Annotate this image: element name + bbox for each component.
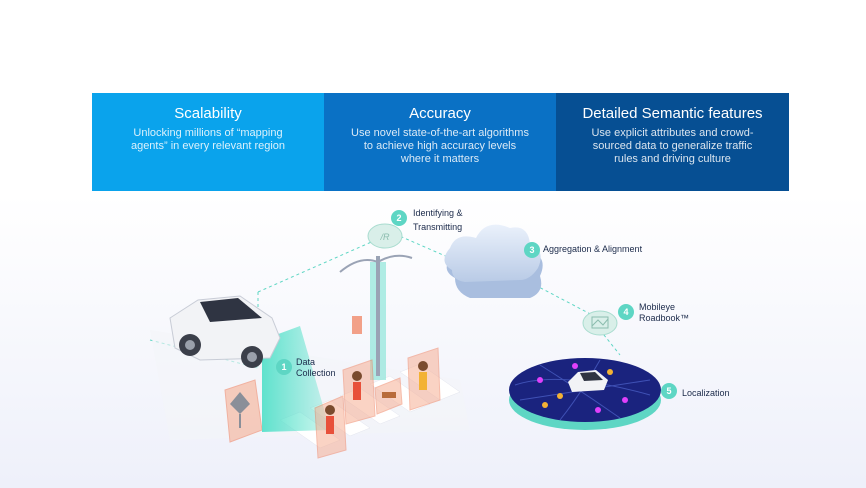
feature-panel-accuracy: Accuracy Use novel state-of-the-art algo… xyxy=(324,93,556,191)
step-number: 1 xyxy=(281,362,286,372)
feature-description: Unlocking millions of “mapping agents” i… xyxy=(130,127,286,152)
feature-description: Use explicit attributes and crowd-source… xyxy=(591,127,754,165)
feature-panel-scalability: Scalability Unlocking millions of “mappi… xyxy=(92,93,324,191)
street-light xyxy=(339,254,413,380)
sensor-beam xyxy=(262,326,330,432)
step-number: 5 xyxy=(666,386,671,396)
step-badge xyxy=(524,242,540,258)
feature-panel-semantic: Detailed Semantic features Use explicit … xyxy=(556,93,789,191)
step-label-line: Localization xyxy=(682,388,730,398)
step-3: 3 Aggregation & Alignment xyxy=(524,242,643,258)
step-label-line: Roadbook™ xyxy=(639,313,689,323)
features-banner: Scalability Unlocking millions of “mappi… xyxy=(92,93,789,191)
car-icon xyxy=(169,295,281,368)
localization-map-disc xyxy=(509,358,661,430)
step-label-line: Collection xyxy=(296,368,336,378)
road-sign-marker xyxy=(224,379,263,443)
step-badge xyxy=(276,359,292,375)
step-2: 2 Identifying & Transmitting xyxy=(391,208,463,232)
step-number: 2 xyxy=(396,213,401,223)
step-label-line: Mobileye xyxy=(639,302,675,312)
step-number: 3 xyxy=(529,245,534,255)
step-4: 4 Mobileye Roadbook™ xyxy=(618,302,689,323)
roadbook-icon xyxy=(582,310,618,336)
sign-icon xyxy=(230,392,250,414)
car-icon xyxy=(568,370,608,392)
step-badge xyxy=(618,304,634,320)
step-badge xyxy=(661,383,677,399)
svg-text:/R: /R xyxy=(380,232,391,242)
cloud-icon xyxy=(444,224,543,298)
feature-title: Detailed Semantic features xyxy=(582,105,763,122)
transmit-icon: /R xyxy=(367,223,403,249)
step-number: 4 xyxy=(623,307,628,317)
feature-title: Accuracy xyxy=(409,105,471,122)
step-label-line: Data xyxy=(296,357,315,367)
feature-title: Scalability xyxy=(174,105,242,122)
feature-description: Use novel state-of-the-art algorithms to… xyxy=(351,127,529,165)
step-1: 1 Data Collection xyxy=(276,357,336,378)
traffic-light-icon xyxy=(352,316,362,334)
step-label-line: Aggregation & Alignment xyxy=(543,244,643,254)
step-badge xyxy=(391,210,407,226)
step-5: 5 Localization xyxy=(661,383,730,399)
step-label-line: Transmitting xyxy=(413,222,462,232)
step-label-line: Identifying & xyxy=(413,208,463,218)
pedestrians xyxy=(314,347,441,459)
